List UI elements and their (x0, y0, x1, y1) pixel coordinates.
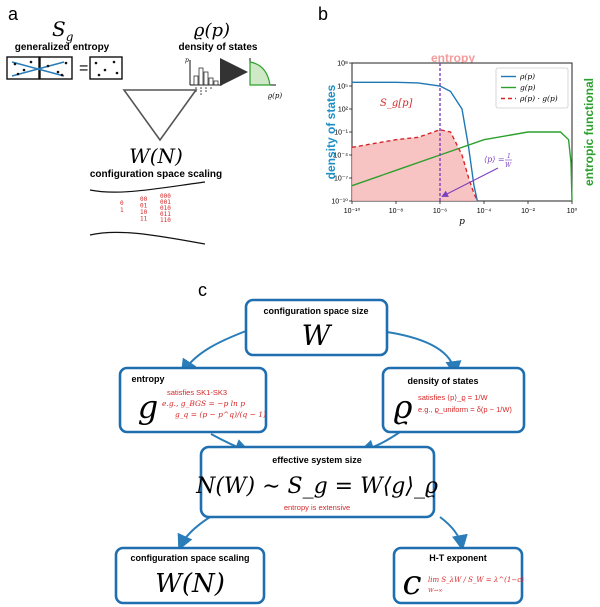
y-tick-label: 10² (338, 107, 349, 114)
arrow-size-to-entropy (180, 330, 247, 376)
density-axis-label: density of states (324, 84, 338, 179)
svg-text:ϱ: ϱ (394, 388, 413, 426)
x-tick-label: 10⁻² (521, 208, 535, 215)
dos-symbol: ϱ(p) (194, 20, 230, 41)
svg-text:W→∞: W→∞ (428, 588, 443, 594)
svg-text:density of states: density of states (407, 376, 478, 386)
entropy-symbol: Sg (52, 17, 74, 44)
y-tick-label: 10⁻⁷ (334, 176, 348, 183)
svg-text:p: p (185, 57, 189, 64)
legend: ρ(p) g(p) ρ(p) · g(p) (495, 67, 569, 109)
y-tick-label: 10⁻¹ (334, 130, 348, 137)
bit-string-1-1: 0 (120, 200, 124, 207)
legend-entry-1: ρ(p) (519, 72, 535, 81)
series-line-3 (351, 128, 479, 202)
functional-axis-label: entropic functional (582, 78, 596, 186)
mean-p-arrow (441, 167, 499, 197)
y-tick-label: 10⁻¹⁰ (331, 198, 348, 206)
entropy-caption: generalized entropy (15, 42, 110, 53)
entropy-area (352, 129, 478, 201)
mean-p-label: ⟨p⟩ = (484, 155, 505, 164)
scaling-caption: configuration space scaling (90, 169, 222, 180)
triangle-icon (122, 89, 198, 142)
microstate-boxes: = (6, 56, 123, 80)
area-label: S_g[p] (380, 98, 413, 109)
x-tick-label: 10⁻¹⁰ (344, 207, 361, 215)
dos-caption: density of states (179, 42, 258, 53)
box-ht-exponent: H-T exponent c lim S_λW / S_W = λ^(1−c) … (392, 546, 524, 605)
bit-string-2-1: 00 (140, 196, 148, 203)
bit-string-3-1: 000 (160, 193, 171, 200)
svg-text:W: W (302, 319, 333, 352)
box-entropy: entropy g satisfies SK1-SK3 e.g., g_BGS … (118, 366, 268, 434)
bit-string-1-2: 1 (120, 207, 124, 214)
box-config-space-scaling: configuration space scaling W(N) (114, 546, 266, 605)
panel-b-label: b (318, 4, 328, 24)
svg-text:effective system size: effective system size (272, 455, 362, 465)
svg-text:satisfies ⟨p⟩_ϱ = 1/W: satisfies ⟨p⟩_ϱ = 1/W (418, 393, 488, 402)
panel-a-label: a (8, 4, 19, 24)
bit-string-2-4: 11 (140, 216, 148, 223)
y-tick-label: 10⁵ (337, 84, 348, 91)
bit-string-3-2: 001 (160, 199, 171, 206)
mean-p-numerator: 1 (507, 153, 511, 160)
log-log-chart: 10⁻¹⁰ 10⁻⁸ 10⁻⁶ 10⁻⁴ 10⁻² 10⁰ 10⁻¹⁰ 10⁻⁷ 10⁻⁴ 10⁻… (331, 61, 577, 228)
svg-text:H-T exponent: H-T exponent (429, 553, 487, 563)
mean-p-denominator: W (505, 162, 512, 169)
svg-text:lim S_λW / S_W = λ^(1−c): lim S_λW / S_W = λ^(1−c) (428, 576, 524, 584)
mini-histogram-icon: p (185, 57, 222, 95)
series-line-2 (351, 131, 573, 202)
bit-string-3-4: 011 (160, 211, 171, 218)
entropy-top-label: entropy (431, 51, 475, 65)
svg-text:entropy: entropy (131, 374, 164, 384)
svg-text:c: c (402, 563, 421, 603)
svg-text:g: g (138, 388, 158, 426)
x-tick-label: 10⁰ (567, 207, 578, 215)
svg-text:ϱ(p): ϱ(p) (268, 92, 282, 100)
svg-text:satisfies SK1-SK3: satisfies SK1-SK3 (167, 388, 227, 397)
svg-text:configuration space size: configuration space size (263, 306, 368, 316)
bit-string-2-3: 10 (140, 209, 148, 216)
box-config-space-size: configuration space size W (244, 298, 389, 357)
scaling-symbol: W(N) (129, 144, 183, 168)
series-line-1 (352, 81, 479, 202)
panel-c-label: c (198, 280, 207, 300)
legend-entry-3: ρ(p) · g(p) (519, 94, 558, 103)
x-tick-label: 10⁻⁸ (389, 208, 403, 215)
y-tick-label: 10⁻⁴ (334, 153, 349, 160)
arrow-size-to-dos (386, 331, 462, 377)
svg-text:e.g., ϱ_uniform = δ(p − 1/W): e.g., ϱ_uniform = δ(p − 1/W) (418, 405, 512, 414)
bit-string-3-3: 010 (160, 205, 171, 212)
x-axis-label: p (459, 217, 465, 227)
svg-text:N(W) ∼ S_g = W⟨g⟩_ϱ: N(W) ∼ S_g = W⟨g⟩_ϱ (195, 474, 438, 499)
x-tick-label: 10⁻⁴ (477, 208, 492, 215)
arrow-effective-to-ht (439, 516, 468, 551)
x-tick-label: 10⁻⁶ (433, 208, 447, 215)
legend-entry-2: g(p) (520, 83, 536, 92)
svg-text:W(N): W(N) (155, 569, 225, 599)
box-effective-system-size: effective system size N(W) ∼ S_g = W⟨g⟩_… (195, 445, 438, 519)
svg-text:entropy is extensive: entropy is extensive (284, 503, 350, 512)
bit-string-2-2: 01 (140, 203, 148, 210)
svg-text:g_q = (p − p^q)/(q − 1): g_q = (p − p^q)/(q − 1) (175, 410, 266, 419)
y-tick-label: 10⁸ (337, 61, 348, 68)
box-density-of-states: density of states ϱ satisfies ⟨p⟩_ϱ = 1/… (381, 366, 526, 434)
arrow-effective-to-scaling (177, 516, 211, 551)
svg-text:e.g., g_BGS = −p ln p: e.g., g_BGS = −p ln p (162, 399, 245, 408)
bit-string-3-5: 110 (160, 217, 171, 224)
mini-density-icon: ϱ(p) (249, 58, 282, 100)
svg-text:configuration space scaling: configuration space scaling (130, 553, 249, 563)
equals-sign: = (79, 60, 88, 77)
